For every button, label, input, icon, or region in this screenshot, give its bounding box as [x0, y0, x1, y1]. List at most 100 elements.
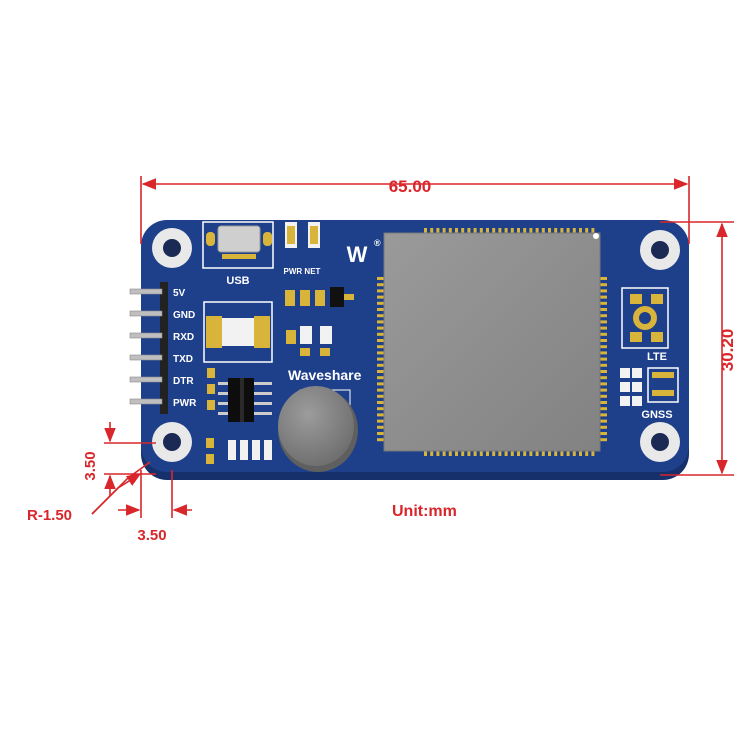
module-pad [598, 407, 607, 411]
module-pad [436, 228, 440, 235]
module-pad [598, 314, 607, 318]
pin-label: PWR [173, 398, 197, 409]
module-pad [498, 449, 502, 456]
module-pad [377, 332, 386, 336]
module-pad [377, 295, 386, 299]
module-pad [377, 283, 386, 287]
module-pad [479, 449, 483, 456]
module-pad [598, 301, 607, 305]
module-pad [598, 289, 607, 293]
module-pad [492, 449, 496, 456]
module-pad [529, 449, 533, 456]
module-pad [535, 228, 539, 235]
brand-name: Waveshare [288, 367, 362, 383]
module-pad [377, 326, 386, 330]
module-pad [424, 449, 427, 456]
module-pad [486, 228, 489, 235]
waveshare-logo-icon: W ® [347, 238, 381, 267]
mounting-hole-bottom-left [152, 422, 192, 462]
module-shield [383, 232, 601, 452]
smd-components-bottom [206, 438, 272, 464]
pin-label: TXD [173, 354, 193, 365]
module-pad [430, 228, 434, 235]
module-pad [479, 228, 483, 235]
module-pad [510, 228, 514, 235]
usb-connector [202, 221, 274, 269]
module-pad [598, 425, 607, 429]
module-pad [377, 419, 386, 423]
header-pins [129, 288, 163, 405]
module-pad [585, 228, 589, 235]
hole-offset-x-label: 3.50 [137, 527, 166, 544]
unit-label: Unit:mm [392, 503, 457, 520]
pin-label: GND [173, 310, 195, 321]
module-pad [591, 449, 595, 456]
module-pad [598, 283, 607, 287]
module-pad [572, 449, 576, 456]
module-pad [377, 357, 386, 361]
module-pad [560, 228, 564, 235]
module-pad [591, 228, 595, 235]
height-dimension-label: 30.20 [718, 329, 737, 372]
usb-label: USB [226, 275, 249, 287]
module-pad [598, 357, 607, 361]
mounting-hole-top-left [152, 228, 192, 268]
module-pad [377, 401, 386, 404]
module-pad [566, 449, 570, 456]
pin-label: 5V [173, 288, 186, 299]
hole-radius-label: R-1.50 [27, 507, 72, 524]
module-pad [377, 339, 386, 342]
module-pad [598, 376, 607, 380]
module-pad [504, 449, 508, 456]
module-pad [377, 370, 386, 373]
mounting-hole-bottom-right [640, 422, 680, 462]
module-pad [579, 228, 582, 235]
module-pad [377, 345, 386, 349]
module-pad [377, 301, 386, 305]
module-pad [498, 228, 502, 235]
module-pad [579, 449, 582, 456]
pwr-net-label: PWR NET [284, 267, 321, 276]
logo-mark: W [347, 242, 368, 267]
width-dimension-label: 65.00 [389, 177, 432, 196]
module-pad [455, 449, 458, 456]
module-pad [560, 449, 564, 456]
module-pad [598, 320, 607, 324]
pin-label: RXD [173, 332, 194, 343]
module-pad [377, 388, 386, 392]
pin-header [129, 282, 168, 414]
module-pad [377, 438, 386, 442]
module-pad [598, 351, 607, 355]
module-pad [598, 413, 607, 417]
module-pad [473, 228, 477, 235]
pin-label: DTR [173, 376, 194, 387]
lte-label: LTE [647, 351, 667, 363]
module-pad [377, 289, 386, 293]
module-pad [436, 449, 440, 456]
module-pad [448, 449, 452, 456]
module-pad [517, 449, 520, 456]
module-pad [535, 449, 539, 456]
module-pad [377, 277, 386, 280]
module-pad [541, 449, 545, 456]
module-pad [442, 449, 446, 456]
module-pad [377, 314, 386, 318]
module-pad [377, 320, 386, 324]
module-pad [377, 376, 386, 380]
module-pad [377, 363, 386, 367]
module-pad [377, 394, 386, 398]
lte-module [377, 228, 607, 456]
module-pad [455, 228, 458, 235]
module-pad [548, 449, 551, 456]
module-pad [554, 449, 558, 456]
module-pad [598, 339, 607, 342]
level-shifter-ic [207, 368, 272, 422]
battery-holder [278, 386, 358, 472]
smd-components-top [285, 287, 354, 356]
module-pad [598, 382, 607, 386]
module-pad [523, 228, 527, 235]
module-pad [504, 228, 508, 235]
radius-leader-2 [91, 473, 142, 515]
module-pad [377, 382, 386, 386]
